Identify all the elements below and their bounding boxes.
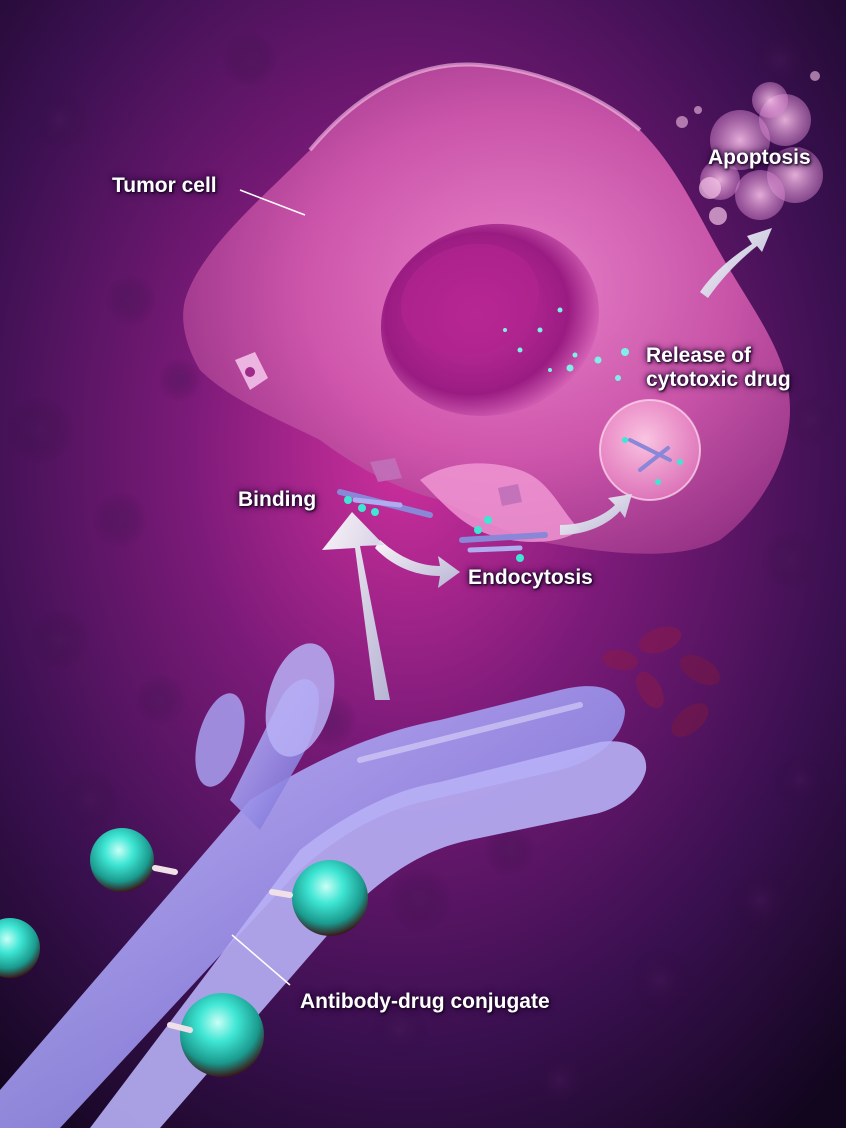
release-label-line1: Release of	[646, 344, 752, 367]
adc-leader-line	[231, 934, 291, 986]
nucleus	[380, 223, 600, 417]
antibody-drug-conjugate	[0, 643, 647, 1128]
endosome-vesicle	[599, 399, 701, 501]
binding-label: Binding	[238, 488, 317, 511]
apoptotic-cell	[676, 71, 823, 225]
organelle	[235, 352, 268, 390]
apoptosis-label: Apoptosis	[708, 146, 811, 169]
tumor-cell-label: Tumor cell	[112, 174, 217, 197]
bound-antibody	[337, 458, 433, 518]
cell-membrane-highlight	[308, 62, 642, 152]
release-label-line2: cytotoxic drug	[646, 368, 791, 391]
released-drug-dots	[566, 348, 629, 381]
apoptosis-arrow	[700, 228, 772, 298]
tumor-cell-leader-line	[239, 189, 306, 216]
internalizing-antibody	[459, 484, 548, 562]
vesicle-arrow	[560, 494, 632, 535]
endocytosis-fold	[420, 463, 580, 542]
endocytosis-label: Endocytosis	[468, 566, 593, 589]
adc-label: Antibody-drug conjugate	[300, 990, 550, 1013]
endocytosis-arrow	[375, 540, 460, 588]
binding-arrow	[322, 512, 390, 700]
blood-cells	[602, 626, 720, 737]
tissue-texture	[6, 30, 836, 1108]
